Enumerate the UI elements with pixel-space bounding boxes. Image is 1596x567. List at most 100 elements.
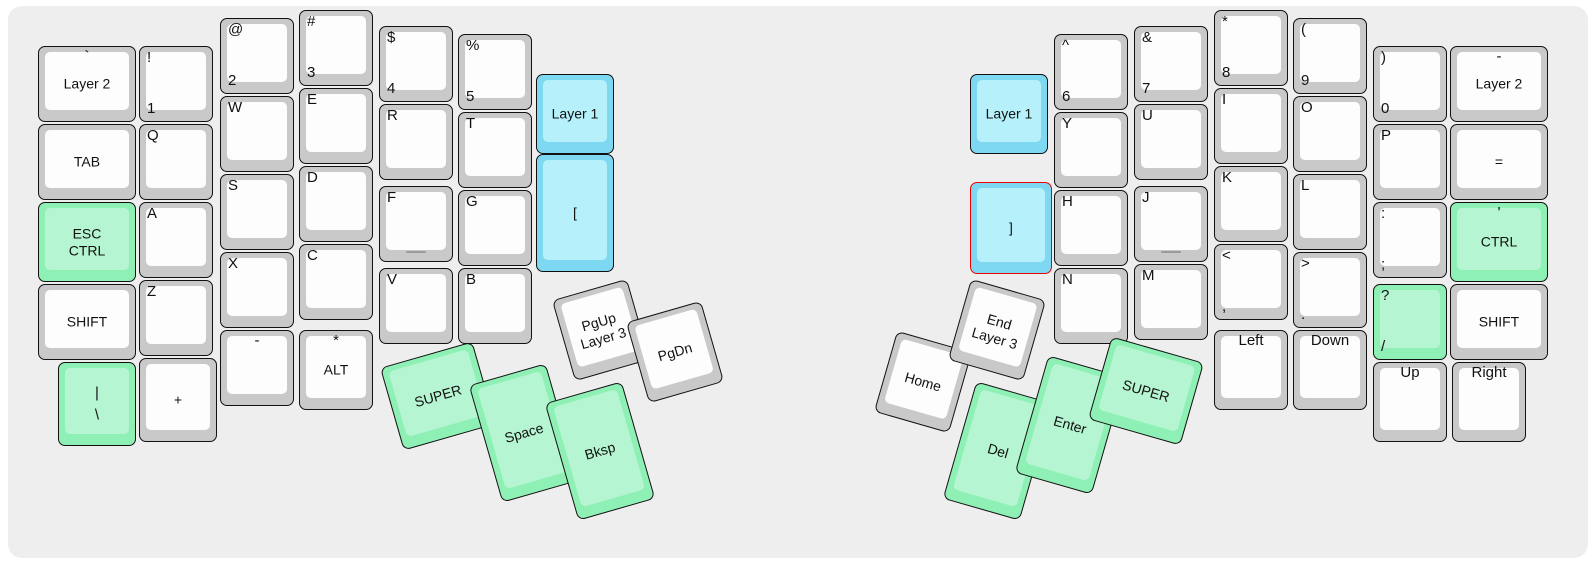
k-4[interactable]: $4: [379, 26, 453, 102]
k-8[interactable]: *8: [1214, 10, 1288, 86]
k-rbracket[interactable]: ]: [970, 182, 1052, 274]
key-legend-center: +: [173, 391, 183, 408]
keycap-surface: [465, 40, 525, 98]
key-legend-top-left: T: [466, 115, 476, 132]
key-legend-top-left: X: [228, 255, 239, 272]
k-f[interactable]: F: [379, 186, 453, 262]
keycap-surface: [1061, 118, 1121, 176]
k-z[interactable]: Z: [139, 280, 213, 356]
k-0[interactable]: )0: [1373, 46, 1447, 122]
k-2[interactable]: @2: [220, 18, 294, 94]
keycap-surface: [227, 336, 287, 394]
k-a[interactable]: A: [139, 202, 213, 278]
k-right[interactable]: Right: [1452, 362, 1526, 442]
keycap-surface: [1221, 336, 1281, 398]
k-p[interactable]: P: [1373, 124, 1447, 200]
k-m[interactable]: M: [1134, 264, 1208, 340]
k-layer1-right[interactable]: Layer 1: [970, 74, 1048, 154]
key-legend-top-left: G: [466, 193, 478, 210]
k-o[interactable]: O: [1293, 96, 1367, 172]
k-6[interactable]: ^6: [1054, 34, 1128, 110]
k-slash[interactable]: ?/: [1373, 284, 1447, 360]
k-c[interactable]: C: [299, 244, 373, 320]
k-r[interactable]: R: [379, 104, 453, 180]
k-equals[interactable]: =: [1450, 124, 1548, 200]
keycap-surface: [146, 52, 206, 110]
k-w[interactable]: W: [220, 96, 294, 172]
keycap-surface: [306, 94, 366, 152]
k-tab[interactable]: TAB: [38, 124, 136, 200]
key-legend-top-left: B: [466, 271, 477, 288]
k-l[interactable]: L: [1293, 174, 1367, 250]
key-legend-top-left: #: [307, 13, 316, 30]
key-legend-top-center: *: [333, 332, 339, 349]
k-u[interactable]: U: [1134, 104, 1208, 180]
k-shift-right[interactable]: SHIFT: [1450, 284, 1548, 360]
k-minus-layer2[interactable]: -Layer 2: [1450, 46, 1548, 122]
k-s[interactable]: S: [220, 174, 294, 250]
k-semicolon[interactable]: :;: [1373, 202, 1447, 278]
key-legend-top-left: U: [1142, 107, 1153, 124]
key-legend-top-left: C: [307, 247, 318, 264]
k-v[interactable]: V: [379, 268, 453, 344]
k-9[interactable]: (9: [1293, 18, 1367, 94]
key-legend-top-left: F: [387, 189, 397, 206]
keycap-surface: [1457, 290, 1541, 348]
k-y[interactable]: Y: [1054, 112, 1128, 188]
k-q[interactable]: Q: [139, 124, 213, 200]
k-i[interactable]: I: [1214, 88, 1288, 164]
key-legend-top-left: V: [387, 271, 398, 288]
k-grave-layer2[interactable]: `Layer 2: [38, 46, 136, 122]
k-lbracket[interactable]: [: [536, 154, 614, 272]
keycap-surface: [306, 16, 366, 74]
keycap-surface: [1221, 16, 1281, 74]
key-legend-bottom-left: /: [1381, 338, 1386, 356]
k-5[interactable]: %5: [458, 34, 532, 110]
k-shift-left[interactable]: SHIFT: [38, 284, 136, 360]
keycap-surface: [1457, 208, 1541, 270]
k-t[interactable]: T: [458, 112, 532, 188]
key-legend-center: ALT: [323, 361, 349, 378]
k-pipe-backslash[interactable]: | \: [58, 362, 136, 446]
key-legend-top-left: M: [1142, 267, 1155, 284]
k-quote-ctrl[interactable]: 'CTRL: [1450, 202, 1548, 282]
k-down[interactable]: Down: [1293, 330, 1367, 410]
key-legend-top-center: Right: [1471, 364, 1507, 381]
k-b[interactable]: B: [458, 268, 532, 344]
key-legend-center: SHIFT: [66, 313, 108, 330]
k-up[interactable]: Up: [1373, 362, 1447, 442]
key-legend-top-center: ': [1497, 204, 1501, 221]
k-j[interactable]: J: [1134, 186, 1208, 262]
k-esc-ctrl[interactable]: ESC CTRL: [38, 202, 136, 282]
key-legend-top-left: (: [1301, 21, 1306, 38]
k-n[interactable]: N: [1054, 268, 1128, 344]
keycap-surface: [1300, 180, 1360, 238]
keycap-surface: [1457, 52, 1541, 110]
k-7[interactable]: &7: [1134, 26, 1208, 102]
k-alt[interactable]: * ALT: [299, 330, 373, 410]
k-left[interactable]: Left: [1214, 330, 1288, 410]
key-legend-center: [: [573, 204, 577, 221]
k-x[interactable]: X: [220, 252, 294, 328]
k-layer1-left[interactable]: Layer 1: [536, 74, 614, 154]
k-d[interactable]: D: [299, 166, 373, 242]
key-legend-bottom-left: ;: [1381, 256, 1386, 274]
k-1[interactable]: !1: [139, 46, 213, 122]
keycap-surface: [1141, 192, 1201, 250]
k-comma[interactable]: <,: [1214, 244, 1288, 320]
keycap-surface: [146, 286, 206, 344]
keycap-surface: [1141, 110, 1201, 168]
k-g[interactable]: G: [458, 190, 532, 266]
k-k[interactable]: K: [1214, 166, 1288, 242]
keycap-surface: [227, 258, 287, 316]
k-period[interactable]: >.: [1293, 252, 1367, 328]
k-plus[interactable]: +: [139, 358, 217, 442]
key-legend-top-left: I: [1222, 91, 1227, 108]
k-minus[interactable]: -: [220, 330, 294, 406]
k-3[interactable]: #3: [299, 10, 373, 86]
k-e[interactable]: E: [299, 88, 373, 164]
k-h[interactable]: H: [1054, 190, 1128, 266]
keycap-surface: [146, 208, 206, 266]
keycap-surface: [45, 130, 129, 188]
keycap-surface: [1141, 270, 1201, 328]
